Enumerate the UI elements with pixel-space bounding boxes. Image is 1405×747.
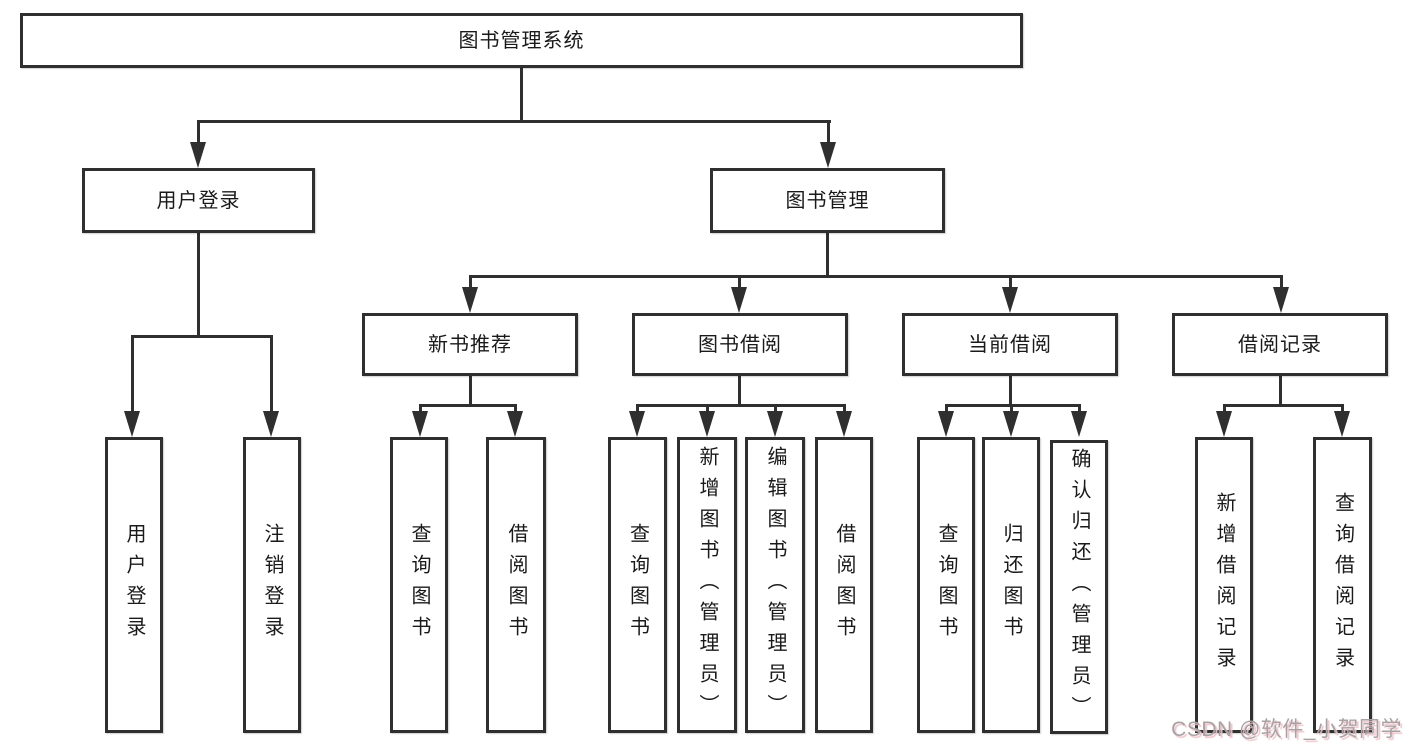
node-borrowing-records: 借阅记录 <box>1172 313 1388 376</box>
arrowhead-down-icon <box>1002 287 1018 313</box>
node-query-books-3: 查询图书 <box>917 437 975 733</box>
connector-g4-down <box>1279 376 1282 407</box>
connector-g1-a2 <box>514 404 517 414</box>
connector-user-login-stem <box>197 120 200 146</box>
node-add-book-admin: 新增图书（管理员） <box>677 437 737 733</box>
connector-current-borrowing-stem <box>1009 275 1012 292</box>
node-book-management: 图书管理 <box>710 168 945 233</box>
node-library-management-system-label: 图书管理系统 <box>458 29 585 52</box>
arrowhead-down-icon <box>1273 287 1289 313</box>
node-edit-book-admin: 编辑图书（管理员） <box>745 437 805 733</box>
connector-book-management-down <box>826 233 829 278</box>
node-confirm-return-admin: 确认归还（管理员） <box>1050 440 1108 734</box>
connector-g2-a1 <box>636 404 639 414</box>
node-query-books-1: 查询图书 <box>390 437 448 733</box>
node-query-books-1-label: 查询图书 <box>408 523 430 647</box>
connector-book-borrowing-stem <box>738 275 741 292</box>
connector-g2-a3 <box>774 404 777 414</box>
node-leaf-logout-label: 注销登录 <box>261 523 283 647</box>
connector-book-management-stem <box>827 120 830 146</box>
node-query-books-2: 查询图书 <box>608 437 667 733</box>
arrowhead-down-icon <box>836 411 852 437</box>
connector-g2-down <box>738 376 741 407</box>
arrowhead-down-icon <box>820 142 836 168</box>
node-borrowing-records-label: 借阅记录 <box>1238 333 1322 356</box>
node-library-management-system: 图书管理系统 <box>20 13 1023 68</box>
connector-g2-bar <box>636 404 846 407</box>
connector-g1-bar <box>419 404 517 407</box>
node-new-book-recommendation-label: 新书推荐 <box>428 333 512 356</box>
connector-g4-a1 <box>1223 404 1226 414</box>
connector-user-login-bar <box>131 335 273 338</box>
node-borrow-books-2-label: 借阅图书 <box>833 523 855 647</box>
connector-new-book-rec-stem <box>469 275 472 292</box>
arrowhead-down-icon <box>412 411 428 437</box>
node-return-book: 归还图书 <box>982 437 1040 733</box>
node-book-borrowing-label: 图书借阅 <box>698 333 782 356</box>
connector-g3-a1 <box>945 404 948 414</box>
connector-level3-bar <box>469 275 1283 278</box>
connector-g4-a2 <box>1341 404 1344 414</box>
node-add-borrow-record-label: 新增借阅记录 <box>1213 492 1235 678</box>
connector-g3-down <box>1009 376 1012 407</box>
node-book-borrowing: 图书借阅 <box>632 313 848 376</box>
node-query-borrow-record-label: 查询借阅记录 <box>1331 492 1354 678</box>
arrowhead-down-icon <box>190 142 206 168</box>
node-borrow-books-1: 借阅图书 <box>486 437 546 733</box>
arrowhead-down-icon <box>1334 411 1350 437</box>
node-query-borrow-record: 查询借阅记录 <box>1313 437 1372 733</box>
node-edit-book-admin-label: 编辑图书（管理员） <box>764 445 786 725</box>
node-user-login: 用户登录 <box>82 168 315 233</box>
node-query-books-3-label: 查询图书 <box>935 523 957 647</box>
connector-g1-down <box>469 376 472 407</box>
connector-g2-a2 <box>706 404 709 414</box>
node-add-borrow-record: 新增借阅记录 <box>1195 437 1253 733</box>
connector-user-login-down <box>197 233 200 338</box>
arrowhead-down-icon <box>699 411 715 437</box>
connector-borrowing-records-stem <box>1280 275 1283 292</box>
arrowhead-down-icon <box>731 287 747 313</box>
connector-g3-a2 <box>1010 404 1013 414</box>
arrowhead-down-icon <box>124 411 140 437</box>
node-current-borrowing-label: 当前借阅 <box>968 333 1052 356</box>
node-leaf-user-login-label: 用户登录 <box>123 523 145 647</box>
node-confirm-return-admin-label: 确认归还（管理员） <box>1068 447 1090 727</box>
csdn-watermark: CSDN @软件_小贺同学 <box>1171 718 1402 741</box>
arrowhead-down-icon <box>767 411 783 437</box>
arrowhead-down-icon <box>1071 411 1087 437</box>
connector-g3-bar <box>945 404 1081 407</box>
arrowhead-down-icon <box>263 411 279 437</box>
node-borrow-books-2: 借阅图书 <box>815 437 873 733</box>
node-book-management-label: 图书管理 <box>785 189 870 212</box>
node-return-book-label: 归还图书 <box>1000 523 1022 647</box>
arrowhead-down-icon <box>629 411 645 437</box>
node-query-books-2-label: 查询图书 <box>626 523 649 647</box>
node-leaf-user-login: 用户登录 <box>105 437 163 733</box>
connector-g1-a1 <box>419 404 422 414</box>
arrowhead-down-icon <box>1003 411 1019 437</box>
arrowhead-down-icon <box>938 411 954 437</box>
connector-leaf-user-login-stem <box>131 335 134 414</box>
node-current-borrowing: 当前借阅 <box>902 313 1118 376</box>
node-add-book-admin-label: 新增图书（管理员） <box>696 445 718 725</box>
node-leaf-logout: 注销登录 <box>243 437 301 733</box>
connector-root-stem <box>520 68 523 123</box>
node-user-login-label: 用户登录 <box>156 189 241 212</box>
node-borrow-books-1-label: 借阅图书 <box>505 523 527 647</box>
arrowhead-down-icon <box>462 287 478 313</box>
connector-leaf-logout-stem <box>270 335 273 414</box>
connector-g3-a3 <box>1078 404 1081 414</box>
arrowhead-down-icon <box>1216 411 1232 437</box>
connector-g2-a4 <box>843 404 846 414</box>
arrowhead-down-icon <box>507 411 523 437</box>
node-new-book-recommendation: 新书推荐 <box>362 313 578 376</box>
connector-level2-bar <box>197 120 831 123</box>
connector-g4-bar <box>1223 404 1344 407</box>
